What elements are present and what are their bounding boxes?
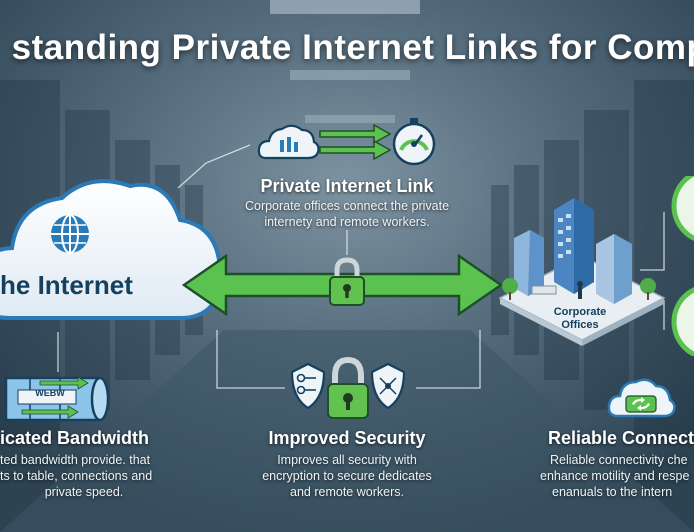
private-link-desc-line: internety and remote workers. — [264, 215, 430, 229]
security-desc-line: encryption to secure dedicates — [262, 469, 432, 483]
speedometer-icon — [392, 118, 436, 166]
feature-circle-top — [671, 176, 694, 242]
security-desc-line: and remote workers. — [290, 485, 404, 499]
corporate-offices-illustration — [498, 198, 666, 346]
shield-nodes-icon — [370, 362, 406, 410]
globe-icon — [51, 214, 89, 254]
connector-right-top — [640, 212, 665, 271]
bandwidth-desc-line: ts to table, connections and — [0, 469, 153, 483]
double-arrow-right-icon — [319, 123, 392, 161]
offices-label-line: Offices — [561, 319, 599, 331]
shield-key-icon — [290, 362, 326, 410]
right-edge-circles — [671, 176, 694, 356]
connector-cloud-link — [177, 144, 251, 189]
bandwidth-desc-line: ted bandwidth provide. that — [0, 453, 151, 467]
connector-security — [216, 330, 285, 389]
private-link-icons — [257, 118, 436, 166]
private-link-heading: Private Internet Link — [260, 176, 434, 196]
bandwidth-tube-icon — [4, 376, 110, 422]
reliable-cloud-sync-icon — [607, 378, 676, 418]
reliable-heading: Reliable Connect — [548, 428, 694, 448]
connector-security-right — [416, 330, 481, 389]
security-desc-line: Improves all security with — [277, 453, 417, 467]
security-heading: Improved Security — [268, 428, 426, 448]
internet-label: he Internet — [0, 270, 133, 300]
reliable-desc-line: enhance motility and respe — [540, 469, 690, 483]
bandwidth-desc-line: private speed. — [44, 485, 124, 499]
large-padlock-icon — [327, 356, 369, 419]
security-icons — [290, 356, 406, 419]
private-link-desc-line: Corporate offices connect the private — [244, 199, 450, 213]
feature-circle-bottom — [671, 286, 694, 356]
bandwidth-tube-label: WEBW — [35, 388, 65, 398]
reliable-desc-line: Reliable connectivity che — [550, 453, 688, 467]
offices-label-line: Corporate — [553, 306, 607, 318]
padlock-icon — [329, 257, 365, 306]
page-title: standing Private Internet Links for Comp — [11, 28, 694, 67]
bandwidth-heading: icated Bandwidth — [0, 428, 150, 448]
reliable-desc-line: enanuals to the intern — [552, 485, 673, 499]
cloud-server-icon — [257, 124, 320, 160]
